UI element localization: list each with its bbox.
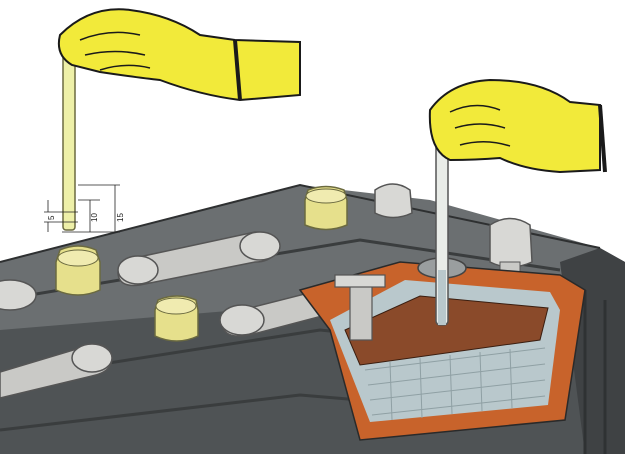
glass-tube-icon — [436, 140, 448, 325]
hand-icon — [59, 9, 300, 100]
level-min-label: 5 — [47, 215, 56, 220]
level-mid-label: 10 — [90, 213, 99, 222]
filler-cap-icon — [155, 296, 198, 341]
filler-cap-icon — [56, 246, 100, 295]
filler-cap-icon — [375, 184, 412, 218]
glass-tube-icon — [63, 55, 75, 230]
hand-icon — [430, 80, 605, 172]
level-max-label: 15 — [116, 213, 125, 222]
filler-cap-icon — [305, 187, 347, 230]
level-dimension-marks — [44, 185, 120, 232]
